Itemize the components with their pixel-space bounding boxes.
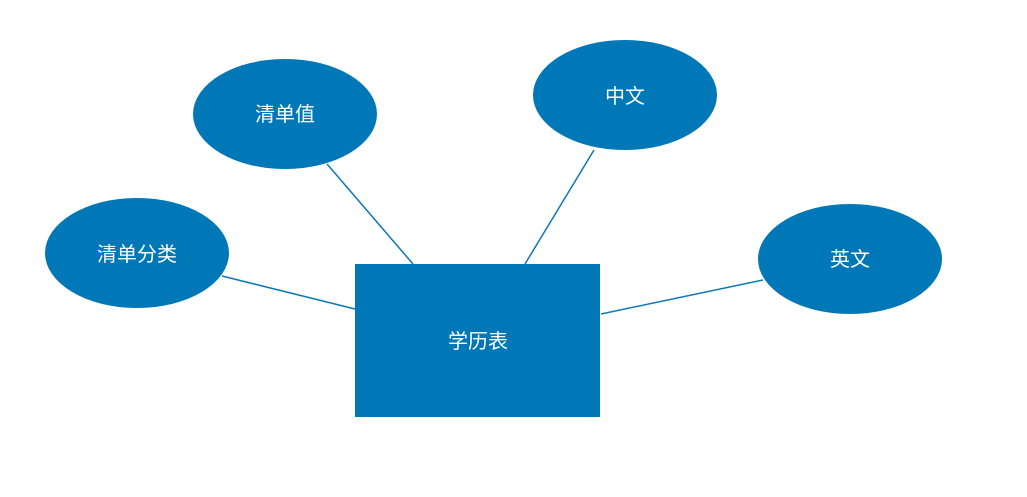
attribute-node-chinese: [533, 40, 717, 150]
attribute-node-english: [758, 204, 942, 314]
edge-list-category: [221, 275, 356, 310]
attribute-label-english: 英文: [830, 247, 870, 271]
entity-box: [355, 264, 600, 417]
attribute-node-list-value: [193, 59, 377, 169]
entity-label: 学历表: [448, 329, 508, 353]
edge-chinese: [524, 149, 595, 265]
attribute-label-list-value: 清单值: [255, 102, 315, 126]
edge-english: [600, 279, 764, 315]
edge-list-value: [326, 163, 414, 265]
attribute-node-list-category: [45, 198, 229, 308]
attribute-label-chinese: 中文: [605, 84, 645, 108]
attribute-label-list-category: 清单分类: [97, 242, 177, 266]
